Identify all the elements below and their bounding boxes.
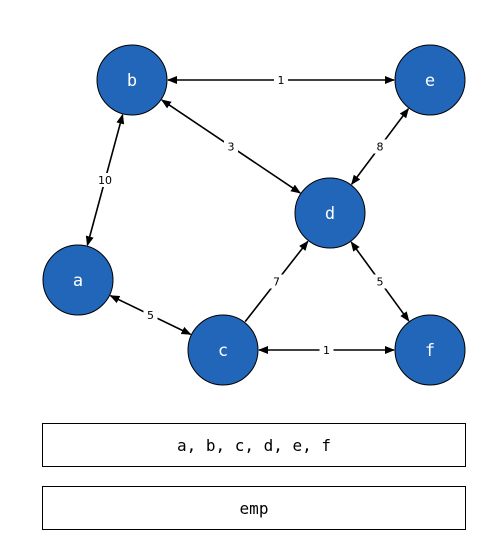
edge-weight-label: 5 bbox=[147, 309, 154, 322]
node-label-a: a bbox=[73, 271, 83, 291]
edge-weight-label: 8 bbox=[377, 141, 384, 154]
node-d bbox=[294, 177, 366, 249]
edge-weight-label: 3 bbox=[228, 141, 235, 154]
edge-label-bg bbox=[98, 173, 112, 187]
node-f bbox=[394, 314, 466, 386]
edge-label-bg bbox=[224, 139, 238, 154]
stack-status-box: emp bbox=[42, 486, 466, 530]
traversal-order-box: a, b, c, d, e, f bbox=[42, 423, 466, 467]
node-label-d: d bbox=[325, 204, 335, 224]
node-label-f: f bbox=[425, 341, 435, 361]
edge-weight-label: 1 bbox=[278, 74, 285, 87]
stack-status-text: emp bbox=[239, 498, 269, 518]
edge-label-bg bbox=[319, 343, 334, 357]
graph-diagram: 1 10 3 8 5 7 5 1 a b c d e f bbox=[42, 44, 466, 386]
edge-weight-label: 1 bbox=[323, 344, 330, 357]
node-e bbox=[394, 44, 466, 116]
node-label-b: b bbox=[127, 71, 137, 91]
edge-label-bg bbox=[274, 73, 288, 87]
node-a bbox=[42, 244, 114, 316]
edge-label-bg bbox=[373, 139, 387, 154]
node-label-c: c bbox=[218, 341, 228, 361]
edge-label-bg bbox=[373, 274, 387, 289]
edge-weight-label: 7 bbox=[273, 276, 280, 289]
node-c bbox=[187, 314, 259, 386]
edge-weight-label: 5 bbox=[377, 276, 384, 289]
edge-weight-label: 10 bbox=[98, 174, 112, 187]
node-label-e: e bbox=[425, 71, 435, 91]
traversal-order-text: a, b, c, d, e, f bbox=[176, 435, 332, 455]
edge-label-bg bbox=[269, 274, 284, 289]
edge-label-bg bbox=[143, 308, 158, 322]
node-b bbox=[96, 44, 168, 116]
